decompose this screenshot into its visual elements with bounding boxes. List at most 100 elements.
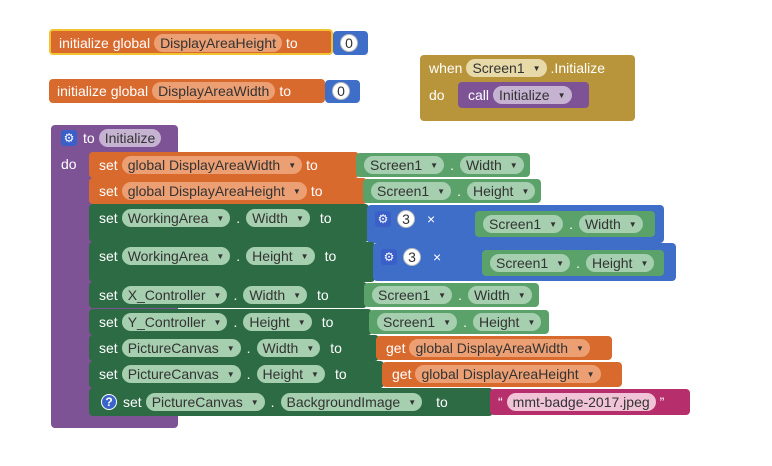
dot-separator: . xyxy=(233,287,238,303)
property-dropdown[interactable]: Height ▼ xyxy=(243,313,312,331)
dot-separator: . xyxy=(458,287,462,303)
property-dropdown[interactable]: Width▼ xyxy=(256,339,321,357)
number-block[interactable]: 0 xyxy=(325,80,360,103)
property-dropdown[interactable]: Height▼ xyxy=(246,247,315,265)
set-picturecanvas-height-block[interactable]: set PictureCanvas▼ . Height▼ to xyxy=(89,361,384,388)
variable-dropdown[interactable]: global DisplayAreaWidth ▼ xyxy=(121,156,303,174)
component-name: Screen1 xyxy=(489,216,542,232)
get-global-height-block[interactable]: get global DisplayAreaHeight▼ xyxy=(382,362,622,387)
number-block[interactable]: 0 xyxy=(333,31,368,55)
component-dropdown[interactable]: WorkingArea▼ xyxy=(121,209,231,227)
to-label: to xyxy=(436,394,448,410)
dropdown-arrow-icon: ▼ xyxy=(509,160,518,170)
get-global-width-block[interactable]: get global DisplayAreaWidth▼ xyxy=(376,336,612,360)
init-global-width-block[interactable]: initialize global DisplayAreaWidth to xyxy=(49,79,325,103)
component-dropdown[interactable]: WorkingArea▼ xyxy=(121,247,231,265)
gear-icon[interactable]: ⚙ xyxy=(381,249,397,265)
init-global-height-block[interactable]: initialize global DisplayAreaHeight to xyxy=(49,29,333,55)
set-global-height-block[interactable]: set global DisplayAreaHeight ▼ to xyxy=(89,178,367,204)
set-label: set xyxy=(99,314,118,330)
component-getter-block[interactable]: Screen1▼ . Width▼ xyxy=(475,211,655,237)
dropdown-arrow-icon: ▼ xyxy=(226,369,235,379)
component-dropdown[interactable]: Screen1▼ xyxy=(377,313,458,331)
set-xcontroller-width-block[interactable]: set X_Controller▼ . Width▼ to xyxy=(89,282,367,308)
number-field[interactable]: 0 xyxy=(332,82,350,100)
gear-icon[interactable]: ⚙ xyxy=(375,211,391,227)
call-label: call xyxy=(468,87,490,103)
text-field[interactable]: mmt-badge-2017.jpeg xyxy=(506,393,656,411)
set-global-width-block[interactable]: set global DisplayAreaWidth ▼ to xyxy=(89,152,359,178)
procedure-dropdown[interactable]: Initialize ▼ xyxy=(493,86,572,104)
property-dropdown[interactable]: Height▼ xyxy=(585,254,655,272)
set-workingarea-height-block[interactable]: set WorkingArea▼ . Height▼ to xyxy=(89,242,375,282)
component-dropdown[interactable]: Screen1▼ xyxy=(371,182,452,200)
dropdown-arrow-icon: ▼ xyxy=(297,317,306,327)
set-label: set xyxy=(99,183,118,199)
text-string-block[interactable]: “ mmt-badge-2017.jpeg ” xyxy=(490,389,690,415)
set-picturecanvas-width-block[interactable]: set PictureCanvas▼ . Width▼ to xyxy=(89,335,379,361)
to-label: to xyxy=(306,157,318,173)
dropdown-arrow-icon: ▼ xyxy=(557,90,566,100)
component-dropdown[interactable]: Screen1▼ xyxy=(483,215,564,233)
init-global-label: initialize global xyxy=(57,83,149,99)
to-label: to xyxy=(286,35,298,51)
component-dropdown[interactable]: Screen1▼ xyxy=(490,254,571,272)
dropdown-arrow-icon: ▼ xyxy=(408,397,417,407)
to-label: to xyxy=(334,366,347,382)
dropdown-arrow-icon: ▼ xyxy=(437,186,446,196)
set-picturecanvas-bgimage-block[interactable]: ? set PictureCanvas▼ . BackgroundImage▼ … xyxy=(89,388,493,416)
property-dropdown[interactable]: Width▼ xyxy=(578,215,643,233)
property-dropdown[interactable]: Width ▼ xyxy=(459,156,524,174)
dropdown-arrow-icon: ▼ xyxy=(226,343,235,353)
property-name: Height xyxy=(252,248,293,264)
component-dropdown[interactable]: PictureCanvas▼ xyxy=(121,339,241,357)
variable-dropdown[interactable]: global DisplayAreaHeight▼ xyxy=(415,365,601,383)
dot-separator: . xyxy=(236,210,241,226)
dropdown-arrow-icon: ▼ xyxy=(527,317,536,327)
set-ycontroller-height-block[interactable]: set Y_Controller▼ . Height▼ to xyxy=(89,309,372,335)
to-label: to xyxy=(83,130,95,146)
property-name: Width xyxy=(465,157,502,173)
number-field[interactable]: 3 xyxy=(397,210,415,228)
dot-separator: . xyxy=(246,366,251,382)
variable-dropdown[interactable]: global DisplayAreaHeight ▼ xyxy=(121,182,307,200)
property-dropdown[interactable]: BackgroundImage▼ xyxy=(280,393,423,411)
variable-dropdown[interactable]: global DisplayAreaWidth▼ xyxy=(409,339,590,357)
multiply-operator: × xyxy=(433,249,442,265)
property-dropdown[interactable]: Width▼ xyxy=(246,209,310,227)
property-dropdown[interactable]: Height▼ xyxy=(472,313,542,331)
component-getter-block[interactable]: Screen1▼ . Height▼ xyxy=(482,250,664,276)
dropdown-arrow-icon: ▼ xyxy=(295,213,304,223)
component-getter-block[interactable]: Screen1▼ . Height▼ xyxy=(369,310,549,334)
dot-separator: . xyxy=(569,216,573,232)
component-dropdown[interactable]: Y_Controller▼ xyxy=(121,313,228,331)
component-dropdown[interactable]: PictureCanvas▼ xyxy=(145,393,265,411)
call-initialize-block[interactable]: call Initialize ▼ xyxy=(458,82,589,108)
set-label: set xyxy=(99,366,118,382)
set-workingarea-width-block[interactable]: set WorkingArea▼ . Width▼ to xyxy=(89,204,369,242)
property-dropdown[interactable]: Width▼ xyxy=(467,286,532,304)
number-field[interactable]: 3 xyxy=(403,248,421,266)
component-name: WorkingArea xyxy=(127,210,209,226)
component-dropdown[interactable]: Screen1▼ xyxy=(364,156,445,174)
component-getter-block[interactable]: Screen1▼ . Width▼ xyxy=(356,153,530,177)
property-name: Height xyxy=(249,314,290,330)
help-icon[interactable]: ? xyxy=(101,394,117,410)
component-dropdown[interactable]: X_Controller▼ xyxy=(121,286,228,304)
variable-name-field[interactable]: DisplayAreaHeight xyxy=(154,34,283,52)
property-dropdown[interactable]: Width▼ xyxy=(243,286,308,304)
component-getter-block[interactable]: Screen1▼ . Height▼ xyxy=(363,179,541,203)
variable-name-field[interactable]: DisplayAreaWidth xyxy=(152,82,276,100)
dropdown-arrow-icon: ▼ xyxy=(532,63,541,73)
number-field[interactable]: 0 xyxy=(340,34,358,52)
component-dropdown[interactable]: PictureCanvas▼ xyxy=(121,365,241,383)
property-dropdown[interactable]: Height▼ xyxy=(466,182,536,200)
component-dropdown[interactable]: Screen1▼ xyxy=(372,286,453,304)
gear-icon[interactable]: ⚙ xyxy=(61,130,77,146)
property-dropdown[interactable]: Height▼ xyxy=(256,365,325,383)
component-getter-block[interactable]: Screen1▼ . Width▼ xyxy=(364,283,539,307)
dot-separator: . xyxy=(270,394,275,410)
procedure-name-field[interactable]: Initialize xyxy=(98,129,162,147)
when-screen1-initialize-block[interactable]: when Screen1 ▼ .Initialize do xyxy=(420,55,635,121)
component-dropdown[interactable]: Screen1 ▼ xyxy=(466,59,547,77)
